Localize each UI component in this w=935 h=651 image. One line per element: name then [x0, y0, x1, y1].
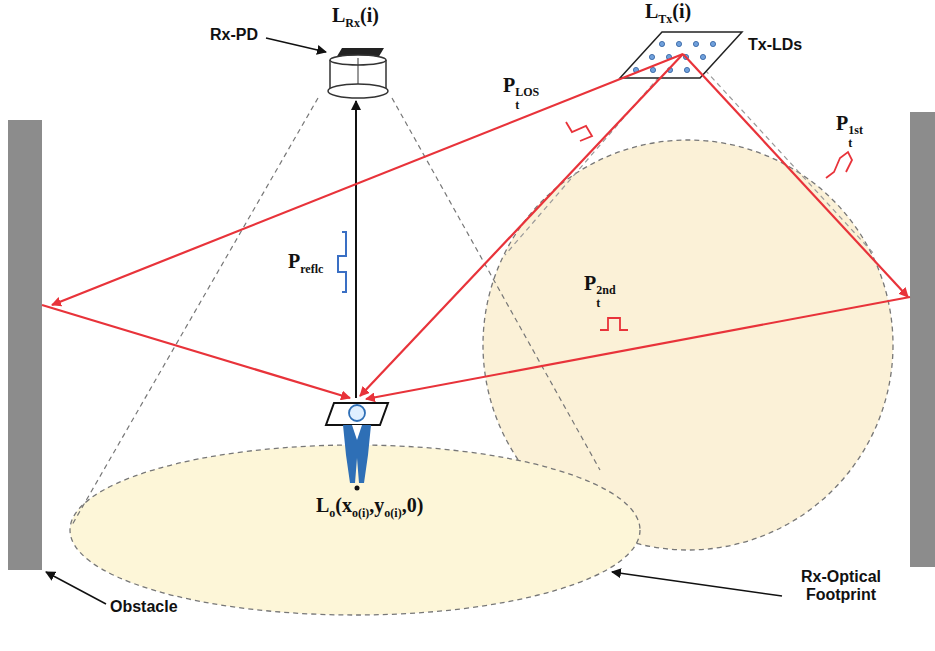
label-text: (i)	[360, 4, 379, 26]
laser-dot	[650, 67, 655, 72]
label-text: ,0)	[402, 494, 424, 516]
right-wall	[910, 112, 935, 567]
reflected-pulse	[338, 232, 346, 292]
label-text: t	[515, 99, 539, 112]
label-text: P	[288, 250, 300, 272]
laser-dot	[659, 41, 664, 46]
pulse-symbols	[566, 122, 852, 330]
rx-cone-line	[392, 98, 600, 470]
label-text: (x	[335, 494, 352, 516]
leader-arrow	[266, 38, 326, 52]
signal-label: P2ndt	[584, 272, 616, 309]
label-text: P	[503, 74, 515, 96]
footprint-label: Rx-Optical Footprint	[782, 568, 900, 603]
label-text: L	[316, 494, 329, 516]
label-text: reflc	[300, 262, 323, 276]
laser-dot	[710, 41, 715, 46]
obstacle-label: Obstacle	[110, 598, 178, 616]
label-text: P	[584, 272, 596, 294]
label-text: Rx	[345, 16, 360, 30]
label-text: L	[332, 4, 345, 26]
label-text: L	[645, 0, 658, 22]
laser-dot	[676, 41, 681, 46]
transmitter-location-label: LTx(i)	[645, 0, 691, 27]
rx-cone-line	[72, 98, 318, 525]
label-text: Rx-PD	[210, 26, 258, 43]
script-stack: 2ndt	[596, 284, 615, 309]
label-text: 2nd	[596, 284, 615, 297]
laser-dot	[700, 54, 705, 59]
label-text: o(i)	[384, 506, 401, 520]
label-text: Tx-LDs	[748, 36, 802, 53]
label-text: ,y	[369, 494, 384, 516]
label-text: t	[596, 297, 615, 310]
light-paths	[42, 54, 910, 399]
rx-photodiode	[328, 48, 388, 98]
label-text: P	[836, 112, 848, 134]
leader-arrow	[46, 572, 106, 604]
label-text: (i)	[672, 0, 691, 22]
laser-dot	[693, 41, 698, 46]
signal-label: P1stt	[836, 112, 863, 149]
tx-cone-line	[705, 70, 875, 255]
script-stack: 1stt	[848, 124, 863, 149]
laser-dot	[649, 54, 654, 59]
signal-label: PLOSt	[503, 74, 539, 111]
label-text: LOS	[515, 86, 539, 99]
component-label: Rx-PD	[210, 26, 258, 44]
label-text: 1st	[848, 124, 863, 137]
user-location-label: Lo(xo(i),yo(i),0)	[316, 494, 423, 521]
label-text: t	[848, 137, 863, 150]
label-text: o	[329, 506, 335, 520]
receiver-location-label: LRx(i)	[332, 4, 379, 31]
laser-dot	[684, 67, 689, 72]
label-text: Tx	[658, 12, 672, 26]
component-label: Tx-LDs	[748, 36, 802, 54]
script-stack: LOSt	[515, 86, 539, 111]
obstacle-wall	[8, 120, 42, 570]
user-figure	[326, 403, 388, 491]
reflected-signal-line	[355, 101, 357, 398]
label-text: Rx-Optical Footprint	[801, 568, 881, 603]
signal-label: Preflc	[288, 250, 323, 277]
label-text: o(i)	[352, 506, 369, 520]
label-text: Obstacle	[110, 598, 178, 615]
leader-arrow	[612, 572, 782, 596]
